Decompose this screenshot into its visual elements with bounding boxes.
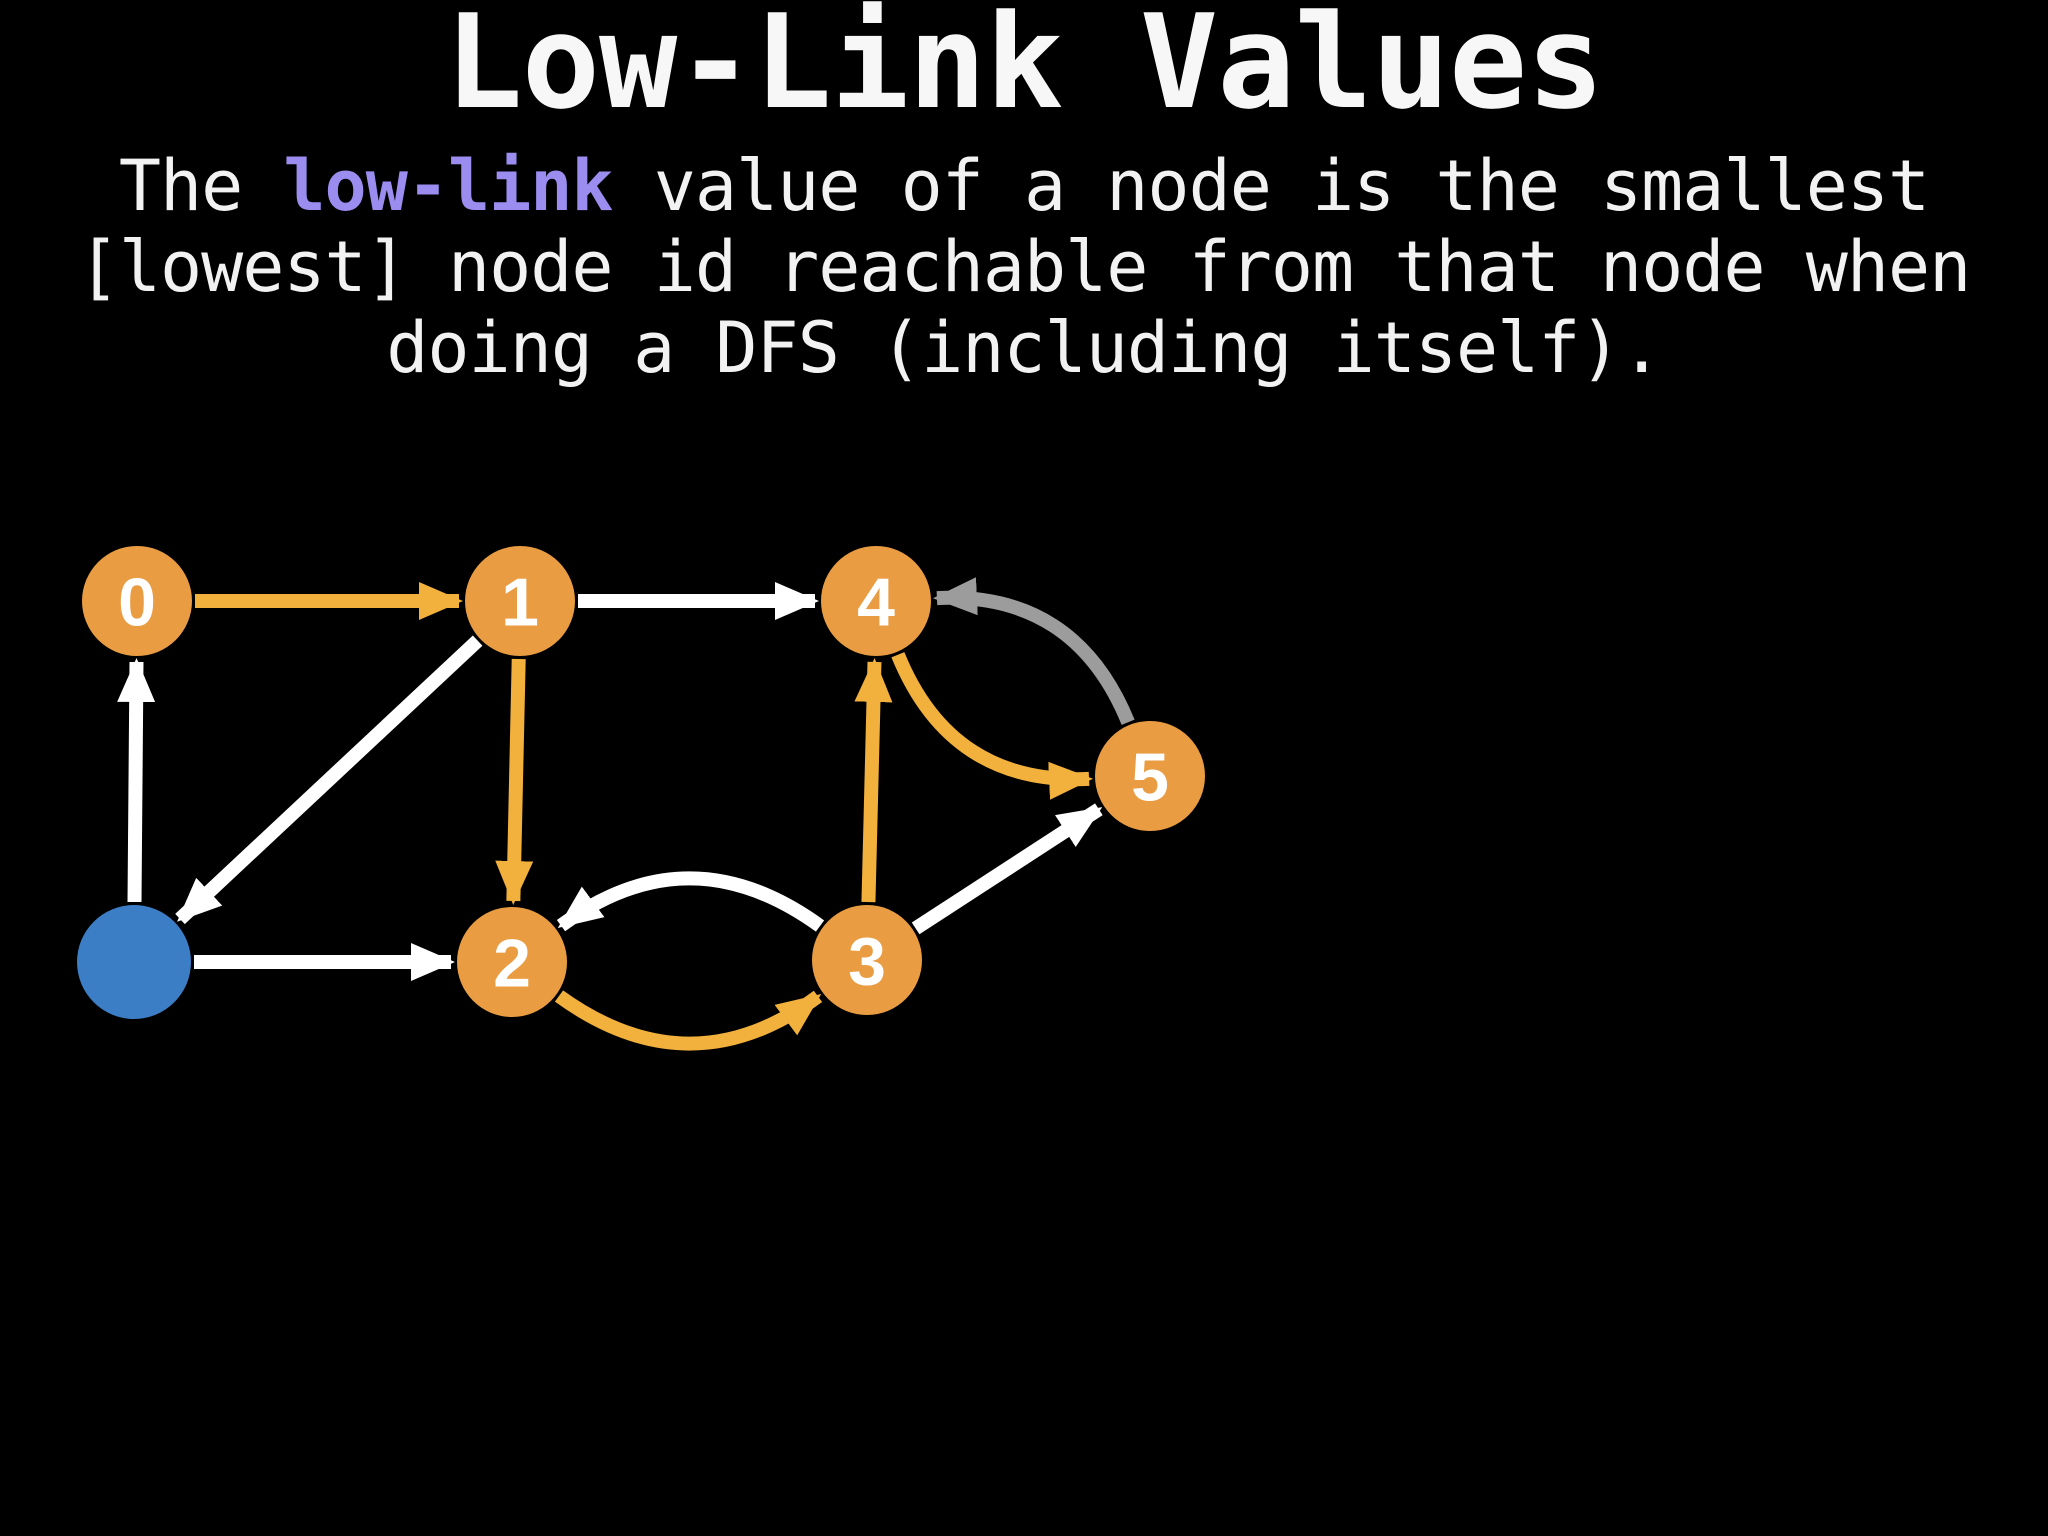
subtitle: The low-link value of a node is the smal… bbox=[0, 146, 2048, 389]
edge-1-2 bbox=[495, 658, 534, 906]
node-1 bbox=[465, 546, 575, 656]
edge-v-0 bbox=[117, 657, 156, 903]
node-5 bbox=[1095, 721, 1205, 831]
node-unlabeled-blue bbox=[77, 905, 191, 1019]
node-4 bbox=[821, 546, 931, 656]
edge-1-v bbox=[175, 635, 483, 925]
edge-3-4 bbox=[854, 657, 893, 903]
edge-4-5 bbox=[891, 652, 1094, 800]
low-link-keyword: low-link bbox=[283, 145, 613, 227]
subtitle-text-pre: The bbox=[118, 145, 284, 227]
subtitle-text-post: value of a node is the smallest bbox=[612, 145, 1930, 227]
node-label-1: 1 bbox=[501, 564, 539, 640]
edge-3-5 bbox=[911, 803, 1103, 935]
subtitle-line-3: doing a DFS (including itself). bbox=[386, 307, 1662, 389]
node-label-0: 0 bbox=[118, 564, 156, 640]
node-2 bbox=[457, 907, 567, 1017]
subtitle-line-2: [lowest] node id reachable from that nod… bbox=[77, 226, 1972, 308]
edge-3-2 bbox=[556, 871, 825, 932]
page-title: Low-Link Values bbox=[444, 0, 1605, 138]
node-label-4: 4 bbox=[857, 564, 895, 640]
node-label-5: 5 bbox=[1131, 739, 1169, 815]
subtitle-line-1: The low-link value of a node is the smal… bbox=[0, 146, 2048, 227]
node-0 bbox=[82, 546, 192, 656]
edge-5-4 bbox=[932, 577, 1135, 725]
node-label-3: 3 bbox=[848, 923, 886, 999]
node-label-2: 2 bbox=[493, 925, 531, 1001]
edge-2-3 bbox=[554, 990, 823, 1051]
node-3 bbox=[812, 905, 922, 1015]
